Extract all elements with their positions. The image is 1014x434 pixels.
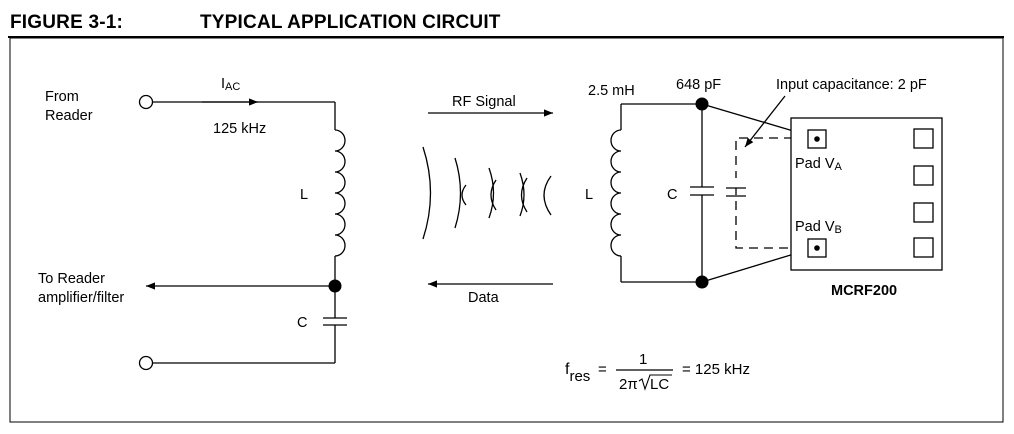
formula-denominator-prefix: 2π bbox=[619, 376, 638, 393]
current-label-sub: AC bbox=[225, 81, 240, 93]
rf-wave-5 bbox=[461, 184, 467, 206]
reader-circuit bbox=[138, 94, 347, 371]
pad-a-label-sub: A bbox=[835, 161, 843, 173]
reader-output-label-line2: amplifier/filter bbox=[38, 290, 124, 306]
rf-wave-7 bbox=[520, 177, 528, 213]
formula-result: = 125 kHz bbox=[682, 361, 750, 378]
reader-junction-dot bbox=[328, 279, 342, 293]
tag-inductor-label: L bbox=[585, 187, 593, 203]
pad-a-dot bbox=[814, 136, 820, 142]
tag-circuit bbox=[610, 95, 818, 283]
chip-pad-right-4 bbox=[913, 237, 934, 258]
tag-bottom-junction-dot bbox=[695, 275, 709, 289]
rf-wave-1 bbox=[422, 146, 432, 240]
rf-wave-2 bbox=[454, 157, 462, 229]
figure-number: FIGURE 3-1: bbox=[10, 12, 124, 33]
formula-lhs-sub: res bbox=[569, 368, 590, 385]
rf-signal-label: RF Signal bbox=[452, 94, 516, 110]
reader-inductor-label: L bbox=[300, 187, 308, 203]
formula-lhs-main: f bbox=[565, 361, 570, 378]
pad-b-label-main: Pad V bbox=[795, 219, 835, 235]
reader-input-label-line1: From bbox=[45, 89, 79, 105]
reader-input-terminal bbox=[138, 94, 154, 110]
input-capacitance-dashed-box bbox=[735, 137, 808, 249]
pad-b-label-sub: B bbox=[835, 224, 842, 236]
current-label-main: I bbox=[221, 76, 225, 92]
figure-title: TYPICAL APPLICATION CIRCUIT bbox=[200, 12, 501, 33]
tag-inductor-coil bbox=[610, 129, 622, 257]
reader-capacitor-label: C bbox=[297, 315, 307, 331]
reader-inductor-coil bbox=[334, 129, 346, 257]
pad-b-dot bbox=[814, 245, 820, 251]
reader-output-label-line1: To Reader bbox=[38, 271, 105, 287]
tag-capacitance-label: 648 pF bbox=[676, 77, 721, 93]
mcrf200-chip bbox=[790, 117, 943, 271]
formula-radical-sign bbox=[638, 374, 672, 391]
input-capacitance-pointer bbox=[744, 95, 786, 148]
formula-denominator-radicand: LC bbox=[650, 376, 669, 393]
chip-pad-right-2 bbox=[913, 165, 934, 186]
rf-wave-6 bbox=[490, 179, 497, 211]
tag-top-junction-dot bbox=[695, 97, 709, 111]
pad-a-label: Pad VA bbox=[795, 156, 843, 173]
pad-a-label-main: Pad V bbox=[795, 156, 835, 172]
header-rule bbox=[8, 36, 1004, 38]
current-label: IAC bbox=[221, 76, 240, 93]
tag-capacitor-label: C bbox=[667, 187, 677, 203]
tag-inductance-label: 2.5 mH bbox=[588, 83, 635, 99]
reader-ground-terminal bbox=[138, 355, 154, 371]
rf-wave-3 bbox=[488, 167, 495, 219]
resonance-formula: fres = 1 2π LC = 125 kHz bbox=[565, 351, 750, 393]
input-capacitance-label: Input capacitance: 2 pF bbox=[776, 77, 927, 93]
diagram-frame bbox=[9, 37, 1004, 423]
rf-link bbox=[422, 109, 553, 288]
formula-lhs: fres bbox=[565, 361, 590, 385]
data-label: Data bbox=[468, 290, 500, 306]
reader-frequency-label: 125 kHz bbox=[213, 121, 266, 137]
formula-equals: = bbox=[598, 361, 607, 378]
chip-pad-right-1 bbox=[913, 128, 934, 149]
reader-input-label-line2: Reader bbox=[45, 108, 93, 124]
chip-pad-right-3 bbox=[913, 202, 934, 223]
chip-name-label: MCRF200 bbox=[831, 283, 897, 299]
formula-numerator: 1 bbox=[639, 351, 647, 368]
rf-wave-8 bbox=[543, 175, 552, 216]
rf-wave-4 bbox=[519, 172, 525, 217]
pad-b-label: Pad VB bbox=[795, 219, 842, 236]
